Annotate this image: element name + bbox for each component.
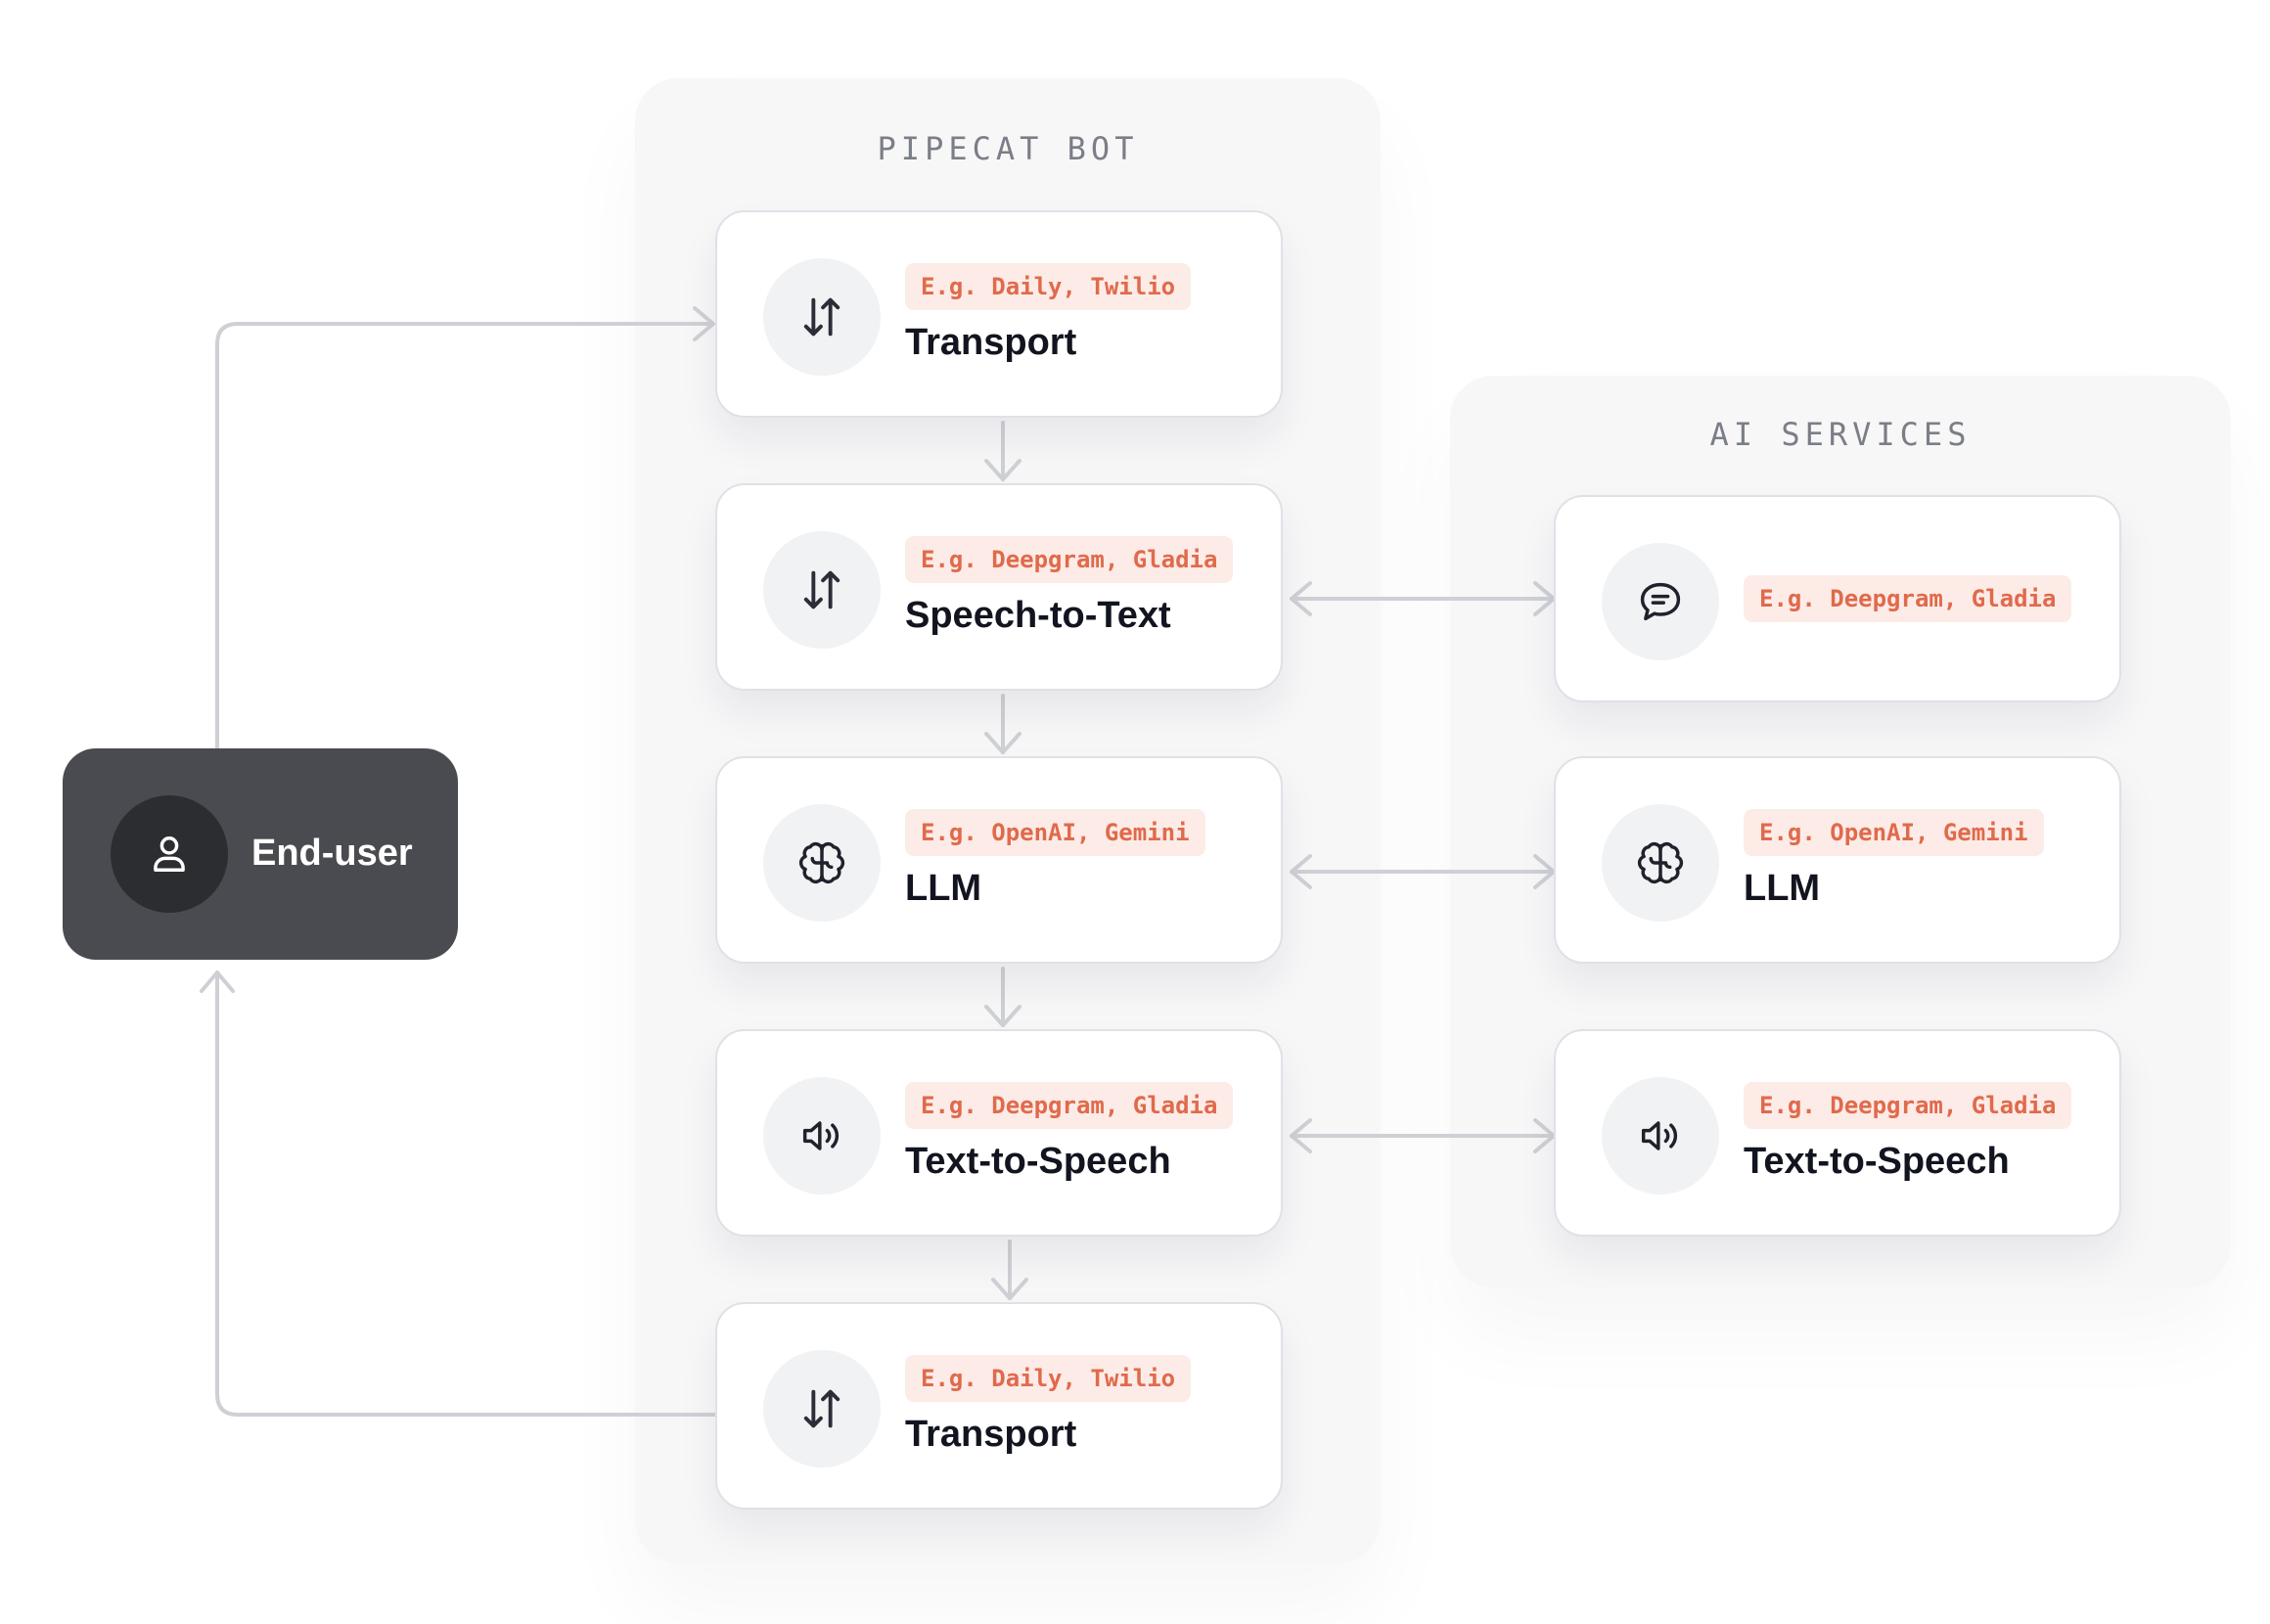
card-title: Text-to-Speech bbox=[905, 1141, 1171, 1182]
card-title: LLM bbox=[1744, 868, 1821, 909]
pipeline-card-text-to-speech: E.g. Deepgram, Gladia Text-to-Speech bbox=[715, 1029, 1283, 1237]
arrows-up-down-icon bbox=[763, 1350, 881, 1467]
card-title: LLM bbox=[905, 868, 982, 909]
card-title: Transport bbox=[905, 1414, 1077, 1455]
speaker-icon bbox=[1602, 1077, 1719, 1195]
service-card-llm: E.g. OpenAI, Gemini LLM bbox=[1554, 756, 2121, 964]
provider-badge: E.g. Deepgram, Gladia bbox=[905, 536, 1234, 583]
arrowhead-enduser-in bbox=[200, 970, 235, 993]
card-title: Text-to-Speech bbox=[1744, 1141, 2010, 1182]
connector-enduser-to-transport bbox=[215, 322, 712, 750]
arrowhead-pipeline-4 bbox=[991, 1278, 1028, 1300]
ai-services-title: AI SERVICES bbox=[1709, 416, 1972, 453]
provider-badge: E.g. Deepgram, Gladia bbox=[905, 1082, 1234, 1129]
service-card-speech-to-text: E.g. Deepgram, Gladia bbox=[1554, 495, 2121, 702]
brain-icon bbox=[1602, 804, 1719, 922]
brain-icon bbox=[763, 804, 881, 922]
provider-badge: E.g. OpenAI, Gemini bbox=[905, 809, 1205, 856]
pipeline-card-llm: E.g. OpenAI, Gemini LLM bbox=[715, 756, 1283, 964]
arrows-up-down-icon bbox=[763, 258, 881, 376]
arrowhead-transport-in bbox=[693, 306, 715, 341]
arrowhead-pipeline-1 bbox=[984, 459, 1022, 481]
arrows-up-down-icon bbox=[763, 531, 881, 649]
user-icon bbox=[111, 795, 228, 913]
speech-bubble-icon bbox=[1602, 543, 1719, 660]
provider-badge: E.g. Deepgram, Gladia bbox=[1744, 575, 2072, 622]
pipeline-card-transport-in: E.g. Daily, Twilio Transport bbox=[715, 210, 1283, 418]
end-user-node: End-user bbox=[63, 748, 458, 960]
arrowhead-pipeline-3 bbox=[984, 1005, 1022, 1027]
provider-badge: E.g. OpenAI, Gemini bbox=[1744, 809, 2044, 856]
end-user-label: End-user bbox=[251, 833, 413, 874]
provider-badge: E.g. Deepgram, Gladia bbox=[1744, 1082, 2072, 1129]
provider-badge: E.g. Daily, Twilio bbox=[905, 263, 1192, 310]
arrowhead-pipeline-2 bbox=[984, 732, 1022, 754]
connector-transport-to-enduser bbox=[215, 970, 717, 1417]
pipecat-bot-title: PIPECAT BOT bbox=[877, 130, 1139, 167]
provider-badge: E.g. Daily, Twilio bbox=[905, 1355, 1192, 1402]
card-title: Transport bbox=[905, 322, 1077, 363]
pipeline-card-speech-to-text: E.g. Deepgram, Gladia Speech-to-Text bbox=[715, 483, 1283, 691]
pipeline-card-transport-out: E.g. Daily, Twilio Transport bbox=[715, 1302, 1283, 1510]
card-title: Speech-to-Text bbox=[905, 595, 1171, 636]
service-card-text-to-speech: E.g. Deepgram, Gladia Text-to-Speech bbox=[1554, 1029, 2121, 1237]
speaker-icon bbox=[763, 1077, 881, 1195]
